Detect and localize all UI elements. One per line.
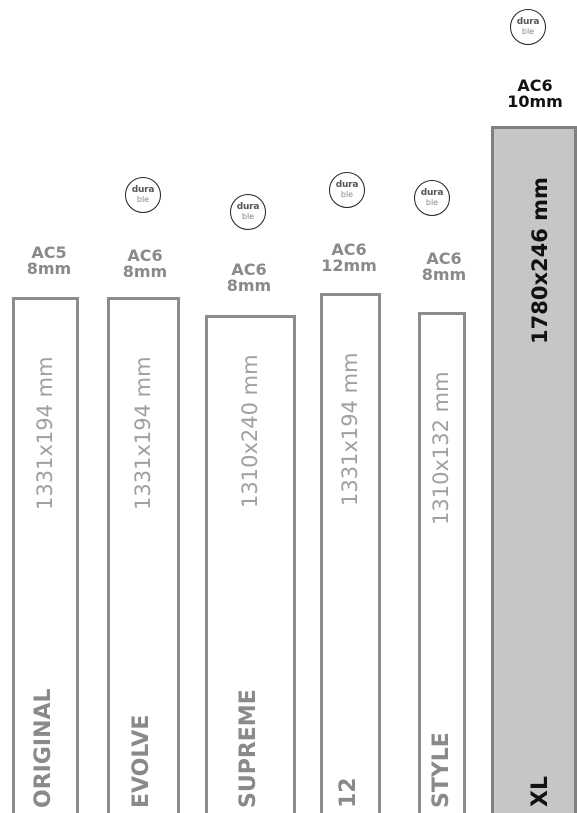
product-name: XL xyxy=(528,776,553,807)
spec-evolve: AC6 8mm xyxy=(110,248,180,280)
durable-badge-icon: dura ble xyxy=(414,180,450,216)
durable-badge-icon: dura ble xyxy=(510,9,546,45)
product-name: 12 xyxy=(336,777,361,808)
durable-badge-icon: dura ble xyxy=(125,177,161,213)
product-name: STYLE xyxy=(429,732,454,808)
product-name: SUPREME xyxy=(236,689,261,808)
ac-rating: AC6 xyxy=(517,76,553,95)
plank-style: 1310x132 mm STYLE xyxy=(418,312,466,813)
durable-badge-icon: dura ble xyxy=(329,172,365,208)
thickness: 8mm xyxy=(122,262,168,281)
spec-supreme: AC6 8mm xyxy=(214,262,284,294)
thickness: 8mm xyxy=(421,265,467,284)
plank-xl: 1780x246 mm XL xyxy=(491,126,577,813)
dimensions-label: 1310x132 mm xyxy=(429,371,453,525)
spec-12: AC6 12mm xyxy=(314,242,384,274)
ac-rating: AC5 xyxy=(31,243,67,262)
spec-original: AC5 8mm xyxy=(14,245,84,277)
dimensions-label: 1780x246 mm xyxy=(528,177,552,344)
dimensions-label: 1331x194 mm xyxy=(131,356,155,510)
product-name: ORIGINAL xyxy=(31,688,56,808)
plank-evolve: 1331x194 mm EVOLVE xyxy=(107,297,180,813)
thickness: 10mm xyxy=(507,92,563,111)
spec-xl: AC6 10mm xyxy=(493,78,577,110)
thickness: 8mm xyxy=(26,259,72,278)
product-name: EVOLVE xyxy=(129,714,154,808)
spec-style: AC6 8mm xyxy=(409,251,479,283)
thickness: 12mm xyxy=(321,256,377,275)
durable-badge-icon: dura ble xyxy=(230,194,266,230)
dimensions-label: 1331x194 mm xyxy=(33,356,57,510)
plank-12: 1331x194 mm 12 xyxy=(320,293,381,813)
thickness: 8mm xyxy=(226,276,272,295)
dimensions-label: 1310x240 mm xyxy=(238,354,262,508)
plank-original: 1331x194 mm ORIGINAL xyxy=(12,297,79,813)
dimensions-label: 1331x194 mm xyxy=(338,352,362,506)
plank-supreme: 1310x240 mm SUPREME xyxy=(205,315,296,813)
ac-rating: AC6 xyxy=(331,240,367,259)
ac-rating: AC6 xyxy=(426,249,462,268)
ac-rating: AC6 xyxy=(127,246,163,265)
ac-rating: AC6 xyxy=(231,260,267,279)
